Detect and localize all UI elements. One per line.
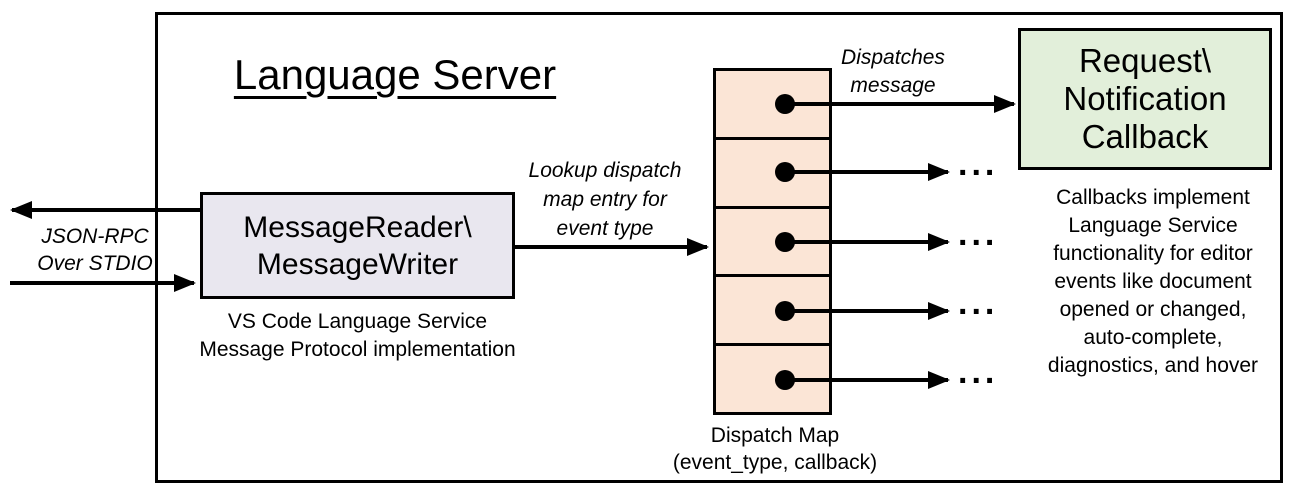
dispatch-map-cell bbox=[716, 71, 829, 140]
more-callbacks-ellipsis: ... bbox=[958, 284, 999, 322]
more-callbacks-ellipsis: ... bbox=[958, 353, 999, 391]
dispatch-map-caption: Dispatch Map (event_type, callback) bbox=[672, 424, 878, 474]
request-notification-callback-title: Request\ Notification Callback bbox=[1063, 42, 1227, 155]
callbacks-description: Callbacks implement Language Service fun… bbox=[1047, 186, 1259, 377]
request-notification-callback-box: Request\ Notification Callback bbox=[1018, 28, 1272, 170]
dispatch-map-cell bbox=[716, 277, 829, 347]
diagram-title: Language Server bbox=[233, 51, 557, 98]
dispatch-map-table bbox=[713, 68, 832, 415]
more-callbacks-ellipsis: ... bbox=[958, 215, 999, 253]
lookup-annotation: Lookup dispatch map entry for event type bbox=[528, 159, 682, 240]
dispatches-message-annotation: Dispatches message bbox=[841, 46, 945, 97]
io-transport-label: JSON-RPC Over STDIO bbox=[37, 225, 153, 275]
message-reader-writer-box: MessageReader\ MessageWriter bbox=[200, 192, 515, 299]
message-reader-writer-title: MessageReader\ MessageWriter bbox=[243, 210, 472, 281]
more-callbacks-ellipsis: ... bbox=[958, 145, 999, 183]
message-reader-writer-caption: VS Code Language Service Message Protoco… bbox=[199, 310, 516, 361]
dispatch-map-cell bbox=[716, 209, 829, 278]
dispatch-map-cell bbox=[716, 346, 829, 412]
dispatch-map-cell bbox=[716, 140, 829, 209]
language-server-box bbox=[155, 12, 1283, 483]
